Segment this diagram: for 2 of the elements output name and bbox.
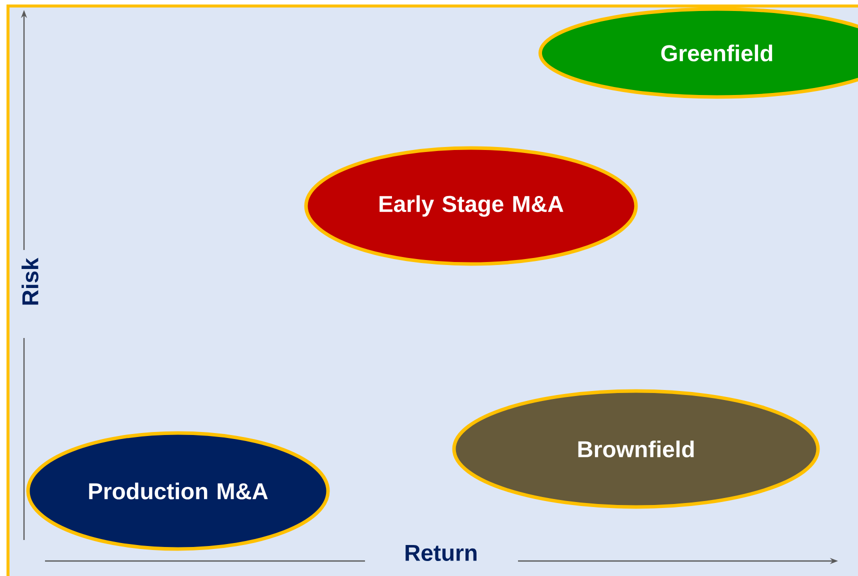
axis-label: Return — [406, 545, 476, 561]
axis-label: Risk — [22, 258, 38, 305]
